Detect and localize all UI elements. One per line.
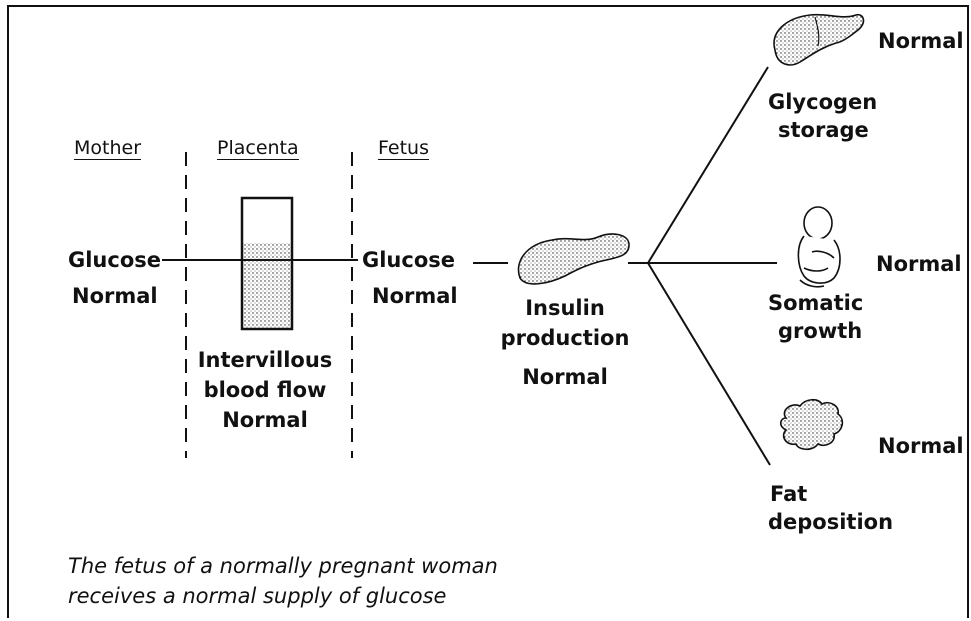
branch-to-fat [648,263,770,465]
fat-tissue-icon [781,400,843,450]
placenta-label-line2: blood flow [190,377,340,403]
pancreas-label-line1: Insulin [490,295,640,321]
caption-line1: The fetus of a normally pregnant woman [68,553,498,580]
growth-label-line1: Somatic [768,290,863,316]
fat-status: Normal [878,433,964,459]
growth-status: Normal [876,251,962,277]
branch-to-glycogen [648,67,768,263]
growth-label-line2: growth [778,318,862,344]
fetus-glucose-status: Normal [372,283,458,309]
fat-label-line1: Fat [770,481,807,507]
header-fetus: Fetus [378,137,429,160]
glycogen-label-line1: Glycogen [768,89,877,115]
placenta-label-line1: Intervillous [190,347,340,373]
glycogen-label-line2: storage [778,117,869,143]
liver-icon [774,15,863,65]
header-mother: Mother [74,137,141,160]
placenta-status: Normal [190,407,340,433]
mother-glucose-status: Normal [72,283,158,309]
caption-line2: receives a normal supply of glucose [68,583,446,610]
header-placenta: Placenta [217,137,299,160]
fetus-icon [798,207,840,287]
pancreas-label-line2: production [490,325,640,351]
fat-label-line2: deposition [768,509,893,535]
pancreas-status: Normal [490,364,640,390]
mother-glucose-label: Glucose [68,247,161,273]
pancreas-icon [518,234,629,284]
intervillous-container [242,198,292,329]
glycogen-status: Normal [878,28,964,54]
fetus-glucose-label: Glucose [362,247,455,273]
